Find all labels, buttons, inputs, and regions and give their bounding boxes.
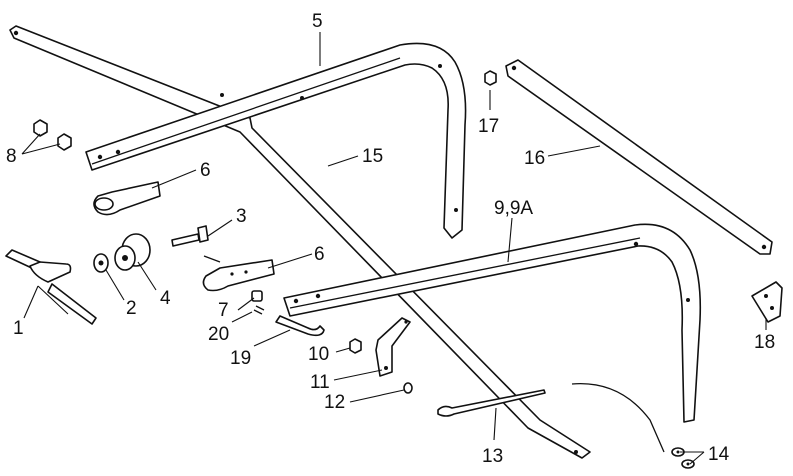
callout-6a: 6 <box>200 160 211 181</box>
spring-20 <box>253 305 265 315</box>
callout-8: 8 <box>6 146 17 167</box>
callout-17: 17 <box>478 116 499 137</box>
callout-3: 3 <box>236 206 247 227</box>
clamp-bracket-6-upper <box>93 181 161 216</box>
callout-2: 2 <box>126 298 137 319</box>
diagonal-brace-15 <box>9 25 591 459</box>
bracket-11 <box>375 317 411 377</box>
callout-14: 14 <box>708 444 730 465</box>
bolt-3 <box>171 225 221 263</box>
callout-11: 11 <box>310 372 330 393</box>
callout-9-9a: 9,9A <box>494 198 533 219</box>
callout-18: 18 <box>754 332 775 353</box>
right-brace-16 <box>505 59 773 255</box>
hook-rod-19 <box>275 315 325 337</box>
bushing-4 <box>114 233 151 271</box>
cable-13 <box>437 389 546 417</box>
callout-12: 12 <box>324 392 345 413</box>
callout-1: 1 <box>13 318 24 339</box>
callout-20: 20 <box>208 324 229 345</box>
callout-6b: 6 <box>314 244 325 265</box>
cable-14 <box>571 382 695 469</box>
callout-5: 5 <box>312 11 323 32</box>
fender-frame-5 <box>85 42 467 239</box>
callout-19: 19 <box>230 348 251 369</box>
callout-16: 16 <box>524 148 545 169</box>
callout-15: 15 <box>362 146 383 167</box>
washer-2 <box>93 253 109 273</box>
fender-frame-9 <box>283 223 702 423</box>
clamp-bracket-6-lower <box>202 259 275 292</box>
leader-lines <box>21 32 767 465</box>
callout-4: 4 <box>160 288 171 309</box>
callout-13: 13 <box>482 446 503 467</box>
nuts-8 <box>33 119 72 151</box>
callout-10: 10 <box>308 344 329 365</box>
pin-12 <box>403 382 413 394</box>
mounting-stud-1 <box>5 249 97 325</box>
nut-17 <box>484 70 497 86</box>
fastener-7 <box>251 290 263 302</box>
bracket-18 <box>751 281 783 323</box>
callout-7: 7 <box>218 300 229 321</box>
nut-10 <box>349 338 362 354</box>
